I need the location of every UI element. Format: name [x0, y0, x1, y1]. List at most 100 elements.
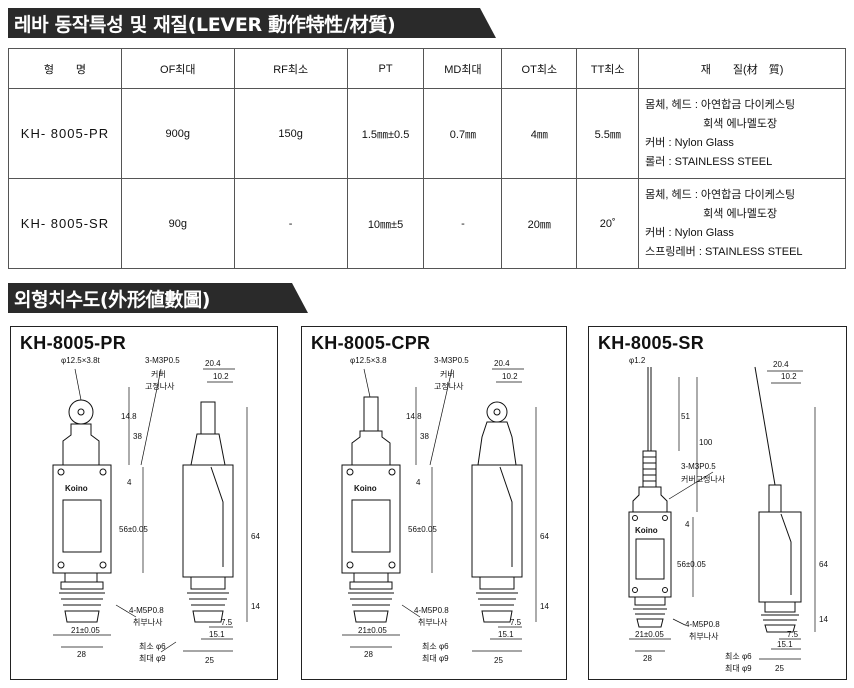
cell-md: -: [423, 178, 503, 269]
table-row: KH- 8005-PR 900g 150g 1.5㎜±0.5 0.7㎜ 4㎜ 5…: [8, 88, 846, 179]
label-dim: 10.2: [781, 372, 797, 381]
material-line: 롤러 : STAINLESS STEEL: [645, 155, 773, 168]
label-dim: 28: [643, 654, 652, 663]
cell-tt: 5.5㎜: [576, 88, 640, 179]
material-line: 몸체, 헤드 : 아연합금 다이케스팅: [645, 98, 796, 111]
label-dim: 14.8: [406, 412, 422, 421]
cell-rf: -: [233, 178, 348, 269]
diagram-panel-pr: KH-8005-PR: [10, 326, 278, 680]
label-mount-screw: 취부나사: [418, 618, 448, 627]
label-mount-screw: 취부나사: [689, 632, 719, 641]
header-rf: RF최소: [233, 48, 348, 89]
label-dim: 38: [133, 432, 142, 441]
header-pt: PT: [346, 48, 425, 89]
label-min: 최소 φ6: [422, 641, 449, 651]
label-dim: 15.1: [777, 640, 793, 649]
diagram-title: KH-8005-CPR: [311, 333, 431, 353]
cell-model: KH- 8005-PR: [8, 88, 122, 179]
table-header-row: 형 명 OF최대 RF최소 PT MD최대 OT최소 TT최소 재 질(材 質): [8, 48, 846, 89]
side-body: [758, 511, 802, 603]
label-dim: 7.5: [787, 630, 799, 639]
label-dim: 10.2: [502, 372, 518, 381]
diagram-panel-cpr: KH-8005-CPR φ: [301, 326, 567, 680]
side-body: [182, 464, 234, 578]
spec-table: 형 명 OF최대 RF최소 PT MD최대 OT최소 TT최소 재 질(材 質)…: [8, 48, 846, 269]
cell-model: KH- 8005-SR: [8, 178, 122, 269]
label-dim: 25: [205, 656, 214, 665]
label-cover: 커버: [151, 369, 166, 379]
label-max: 최대 φ9: [422, 653, 449, 663]
label-max: 최대 φ9: [139, 653, 166, 663]
label-dim: 14: [819, 615, 828, 624]
cover-shape: [62, 499, 102, 553]
label-dim: 38: [420, 432, 429, 441]
header-material: 재 질(材 質): [638, 48, 846, 89]
label-dim: 20.4: [494, 359, 510, 368]
material-line: 몸체, 헤드 : 아연합금 다이케스팅: [645, 188, 796, 201]
label-mount: 4-M5P0.8: [685, 620, 720, 629]
label-dim: 25: [775, 664, 784, 673]
label-cover-screw: 커버고정나사: [681, 474, 726, 484]
label-rod: φ1.2: [629, 356, 646, 365]
label-screw: 3-M3P0.5: [434, 356, 469, 365]
label-dim: 14: [540, 602, 549, 611]
section-banner-lever-characteristics: 레바 동작특성 및 재질(LEVER 動作特性/材質): [8, 8, 395, 38]
cell-material: 몸체, 헤드 : 아연합금 다이케스팅 회색 에나멜도장 커버 : Nylon …: [638, 88, 846, 179]
cell-md: 0.7㎜: [423, 88, 503, 179]
head-shape: [351, 430, 391, 466]
label-dim: 4: [127, 478, 132, 487]
table-row: KH- 8005-SR 90g - 10㎜±5 - 20㎜ 20˚ 몸체, 헤드…: [8, 178, 846, 269]
side-roller: [200, 401, 216, 435]
label-dim: 28: [364, 650, 373, 659]
cell-of: 90g: [120, 178, 235, 269]
label-dim: 56±0.05: [677, 560, 706, 569]
label-screw: 3-M3P0.5: [145, 356, 180, 365]
material-line: 회색 에나멜도장: [703, 117, 778, 130]
cell-pt: 10㎜±5: [346, 178, 425, 269]
section-banner-dimensions: 외형치수도(外形値數圖): [8, 283, 210, 313]
body-shape: [341, 464, 401, 574]
material-line: 회색 에나멜도장: [703, 207, 778, 220]
label-roller: φ12.5×3.8: [350, 356, 387, 365]
body-shape: [628, 511, 672, 598]
label-dim: 21±0.05: [358, 626, 387, 635]
diagram-title: KH-8005-SR: [598, 333, 705, 353]
label-roller: φ12.5×3.8t: [61, 356, 101, 365]
cell-material: 몸체, 헤드 : 아연합금 다이케스팅 회색 에나멜도장 커버 : Nylon …: [638, 178, 846, 269]
label-min: 최소 φ6: [139, 641, 166, 651]
diagram-panel-sr: KH-8005-SR: [588, 326, 847, 680]
label-screw: 3-M3P0.5: [681, 462, 716, 471]
header-model: 형 명: [8, 48, 122, 89]
brand-logo: Koino: [635, 526, 658, 535]
head-shape: [62, 423, 100, 466]
side-roller: [486, 401, 508, 423]
label-dim: 15.1: [209, 630, 225, 639]
drawing-pr: φ12.5×3.8t 3-M3P0.5 커버 고정나사 20.4 10.2 14…: [52, 356, 260, 665]
label-cover-screw: 고정나사: [434, 381, 464, 391]
cover-shape: [635, 538, 665, 580]
label-dim: 20.4: [773, 360, 789, 369]
brand-logo: Koino: [354, 484, 377, 493]
drawing-sr: φ1.2 20.4 10.2 51 100 3-M3P0.5 커버고정나사 4 …: [628, 356, 828, 673]
body-shape: [52, 464, 112, 574]
roller-shape: [68, 399, 94, 425]
label-dim: 14.8: [121, 412, 137, 421]
cover-shape: [351, 499, 391, 553]
label-dim: 56±0.05: [408, 525, 437, 534]
label-dim: 28: [77, 650, 86, 659]
cell-rf: 150g: [233, 88, 348, 179]
cell-ot: 20㎜: [501, 178, 578, 269]
label-dim: 56±0.05: [119, 525, 148, 534]
material-line: 커버 : Nylon Glass: [645, 226, 734, 239]
label-dim: 21±0.05: [71, 626, 100, 635]
label-dim: 14: [251, 602, 260, 611]
header-md: MD최대: [423, 48, 503, 89]
cell-tt: 20˚: [576, 178, 640, 269]
label-cover-screw: 고정나사: [145, 381, 175, 391]
cell-ot: 4㎜: [501, 88, 578, 179]
label-cover: 커버: [440, 369, 455, 379]
label-dim: 51: [681, 412, 690, 421]
label-mount-screw: 취부나사: [133, 618, 163, 627]
label-dim: 4: [416, 478, 421, 487]
label-mount: 4-M5P0.8: [414, 606, 449, 615]
